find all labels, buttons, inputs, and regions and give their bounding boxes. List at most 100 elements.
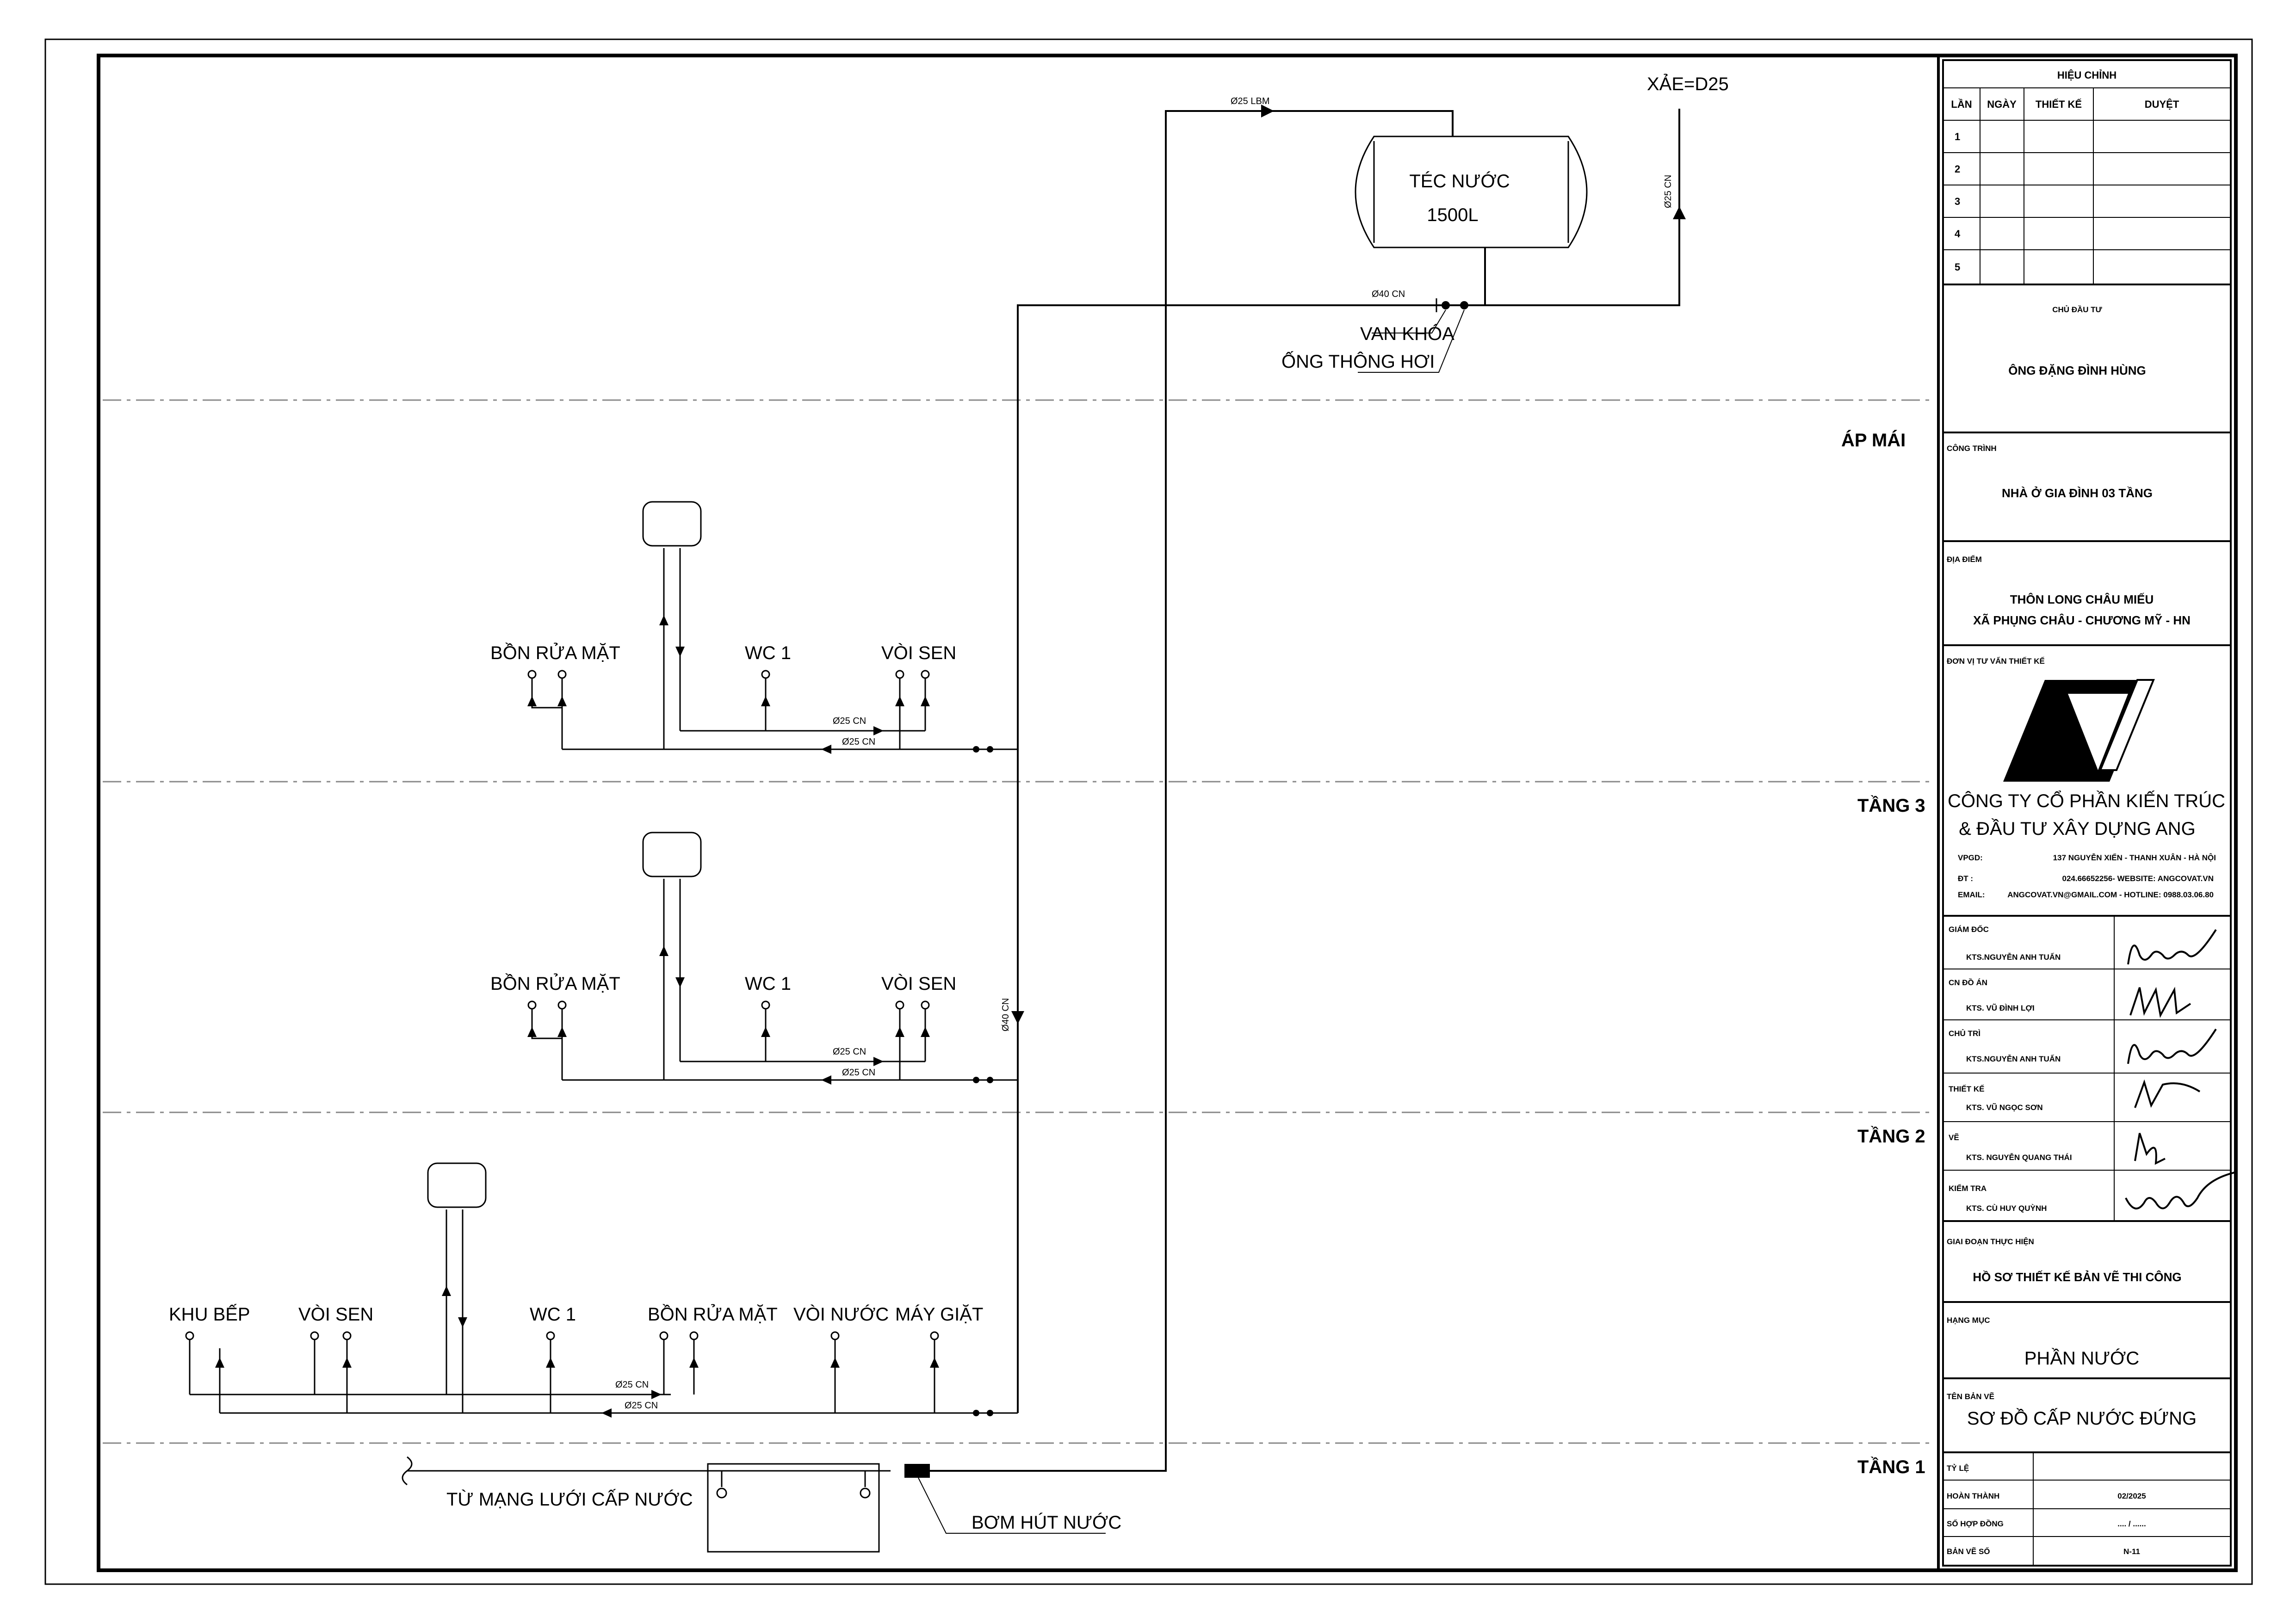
signatures	[2125, 929, 2235, 1210]
pipe-label-cn40-riser: Ø40 CN	[1001, 998, 1011, 1031]
completed-label: HOÀN THÀNH	[1947, 1492, 1999, 1500]
fixture-basin-f2: BỒN RỬA MẶT	[490, 973, 620, 994]
staff-name-4: KTS. VŨ NGỌC SƠN	[1966, 1103, 2043, 1112]
staff-name-3: KTS.NGUYỄN ANH TUẤN	[1966, 1055, 2061, 1063]
fixture-wc-f2: WC 1	[745, 974, 791, 994]
outer-frame	[44, 38, 2253, 1585]
staff-name-2: KTS. VŨ ĐÌNH LỢI	[1966, 1003, 2035, 1012]
floor2-system	[527, 832, 1018, 1085]
overflow-label: XẢE=D25	[1647, 73, 1729, 94]
revision-header: HIỆU CHỈNH	[2057, 69, 2117, 81]
owner-label: CHỦ ĐẦU TƯ	[2052, 305, 2102, 314]
tank-float-left	[716, 1487, 727, 1499]
floor-label-2: TẦNG 2	[1857, 1125, 1925, 1147]
drawing-value: SƠ ĐỒ CẤP NƯỚC ĐỨNG	[1967, 1407, 2197, 1429]
fixture-kitchen-f1: KHU BẾP	[169, 1303, 250, 1325]
pipe-label-lbm: Ø25 LBM	[1231, 96, 1269, 106]
valve-leader	[1372, 309, 1446, 333]
pipe-label-f1-a: Ø25 CN	[615, 1380, 649, 1390]
email-value: ANGCOVAT.VN@GMAIL.COM - HOTLINE: 0988.03…	[2007, 890, 2214, 899]
revision-col-lan: LẦN	[1951, 99, 1972, 110]
tank-capacity: 1500L	[1427, 205, 1478, 225]
pump-label: BƠM HÚT NƯỚC	[972, 1512, 1121, 1533]
pump-symbol	[904, 1464, 930, 1478]
vpgd-value: 137 NGUYỄN XIỂN - THANH XUÂN - HÀ NỘI	[2053, 853, 2216, 862]
category-label: HẠNG MỤC	[1947, 1316, 1990, 1325]
location-line-1: THÔN LONG CHÂU MIẾU	[2010, 592, 2154, 606]
scale-label: TỶ LỆ	[1947, 1464, 1969, 1473]
location-label: ĐỊA ĐIỂM	[1947, 555, 1982, 564]
company-name-1: CÔNG TY CỔ PHẦN KIẾN TRÚC	[1948, 790, 2225, 811]
company-logo	[2003, 679, 2155, 782]
supply-break-symbol	[402, 1456, 413, 1486]
tank-float-right	[860, 1487, 871, 1499]
pipe-label-cn40-top: Ø40 CN	[1372, 289, 1405, 299]
revision-col-ngay: NGÀY	[1987, 99, 2017, 110]
pipe-label-f3-a: Ø25 CN	[833, 716, 866, 726]
staff-role-3: CHỦ TRÌ	[1949, 1029, 1980, 1038]
company-name-2: & ĐẦU TƯ XÂY DỰNG ANG	[1959, 818, 2195, 839]
floor-label-3: TẦNG 3	[1857, 795, 1925, 816]
fixture-washer-f1: MÁY GIẶT	[895, 1304, 983, 1325]
revision-col-thietke: THIẾT KẾ	[2036, 99, 2082, 110]
fixture-faucet-f1: VÒI NƯỚC	[793, 1304, 889, 1325]
staff-name-5: KTS. NGUYỄN QUANG THÁI	[1966, 1153, 2072, 1162]
stage-label: GIAI ĐOẠN THỰC HIỆN	[1947, 1237, 2034, 1246]
staff-role-1: GIÁM ĐỐC	[1949, 925, 1989, 934]
revision-row-5: 5	[1955, 261, 1960, 273]
fixture-basin-f3: BỒN RỬA MẶT	[490, 642, 620, 663]
vent-leader	[1358, 309, 1465, 373]
fixture-basin-f1: BỒN RỬA MẶT	[648, 1303, 778, 1325]
staff-role-5: VẼ	[1949, 1133, 1959, 1142]
fixture-wc-f1: WC 1	[530, 1304, 576, 1325]
staff-role-6: KIỂM TRA	[1949, 1184, 1987, 1193]
pipe-label-f2-a: Ø25 CN	[833, 1047, 866, 1057]
dt-value: 024.66652256- WEBSITE: ANGCOVAT.VN	[2062, 874, 2214, 883]
contract-value: .... / ......	[2117, 1519, 2146, 1528]
pipe-label-f2-b: Ø25 CN	[842, 1068, 875, 1078]
pipe-label-overflow: Ø25 CN	[1663, 175, 1673, 208]
title-block	[1942, 59, 2232, 1567]
staff-role-2: CN ĐỒ ÁN	[1949, 978, 1987, 987]
staff-name-6: KTS. CÙ HUY QUỲNH	[1966, 1204, 2047, 1213]
pump-riser-pipe	[918, 110, 1454, 1472]
valve-label: VAN KHÓA	[1360, 323, 1454, 344]
revision-row-4: 4	[1955, 228, 1961, 240]
valve-symbol	[1436, 298, 1468, 312]
consultant-label: ĐƠN VỊ TƯ VẤN THIẾT KẾ	[1947, 657, 2045, 666]
tank-label: TÉC NƯỚC	[1409, 171, 1510, 191]
sheet-value: N-11	[2123, 1547, 2140, 1556]
water-tank	[1355, 136, 1588, 248]
revision-row-2: 2	[1955, 163, 1960, 175]
dt-label: ĐT :	[1958, 874, 1973, 883]
revision-col-duyet: DUYỆT	[2145, 99, 2179, 110]
pump-leader	[918, 1477, 1106, 1534]
drawing-label: TÊN BẢN VẼ	[1947, 1392, 1994, 1401]
fixture-shower-f3: VÒI SEN	[881, 642, 956, 663]
stage-value: HỒ SƠ THIẾT KẾ BẢN VẼ THI CÔNG	[1973, 1270, 2181, 1284]
fixture-shower-f2: VÒI SEN	[881, 973, 956, 994]
project-label: CÔNG TRÌNH	[1947, 444, 1997, 453]
staff-role-4: THIẾT KẾ	[1949, 1085, 1984, 1093]
pipe-label-f3-b: Ø25 CN	[842, 737, 875, 747]
owner-name: ÔNG ĐẶNG ĐÌNH HÙNG	[2008, 364, 2146, 377]
location-line-2: XÃ PHỤNG CHÂU - CHƯƠNG MỸ - HN	[1973, 613, 2191, 627]
staff-name-1: KTS.NGUYỄN ANH TUẤN	[1966, 953, 2061, 962]
sheet-label: BẢN VẼ SỐ	[1947, 1547, 1990, 1556]
fixture-wc-f3: WC 1	[745, 643, 791, 663]
inner-frame	[97, 54, 2238, 1572]
overflow-pipe	[1485, 109, 1680, 306]
project-name: NHÀ Ở GIA ĐÌNH 03 TẦNG	[2002, 486, 2153, 500]
completed-value: 02/2025	[2117, 1492, 2146, 1500]
contract-label: SỐ HỢP ĐỒNG	[1947, 1519, 2004, 1528]
revision-row-3: 3	[1955, 196, 1960, 207]
floor3-system	[527, 501, 1018, 754]
email-label: EMAIL:	[1958, 890, 1985, 899]
floor-label-1: TẦNG 1	[1857, 1456, 1925, 1477]
category-value: PHẦN NƯỚC	[2024, 1347, 2139, 1369]
revision-row-1: 1	[1955, 131, 1960, 142]
tank-outlet-pipe	[1017, 247, 1486, 1413]
vent-label: ỐNG THÔNG HƠI	[1281, 351, 1435, 372]
floor1-system	[185, 1162, 1018, 1418]
